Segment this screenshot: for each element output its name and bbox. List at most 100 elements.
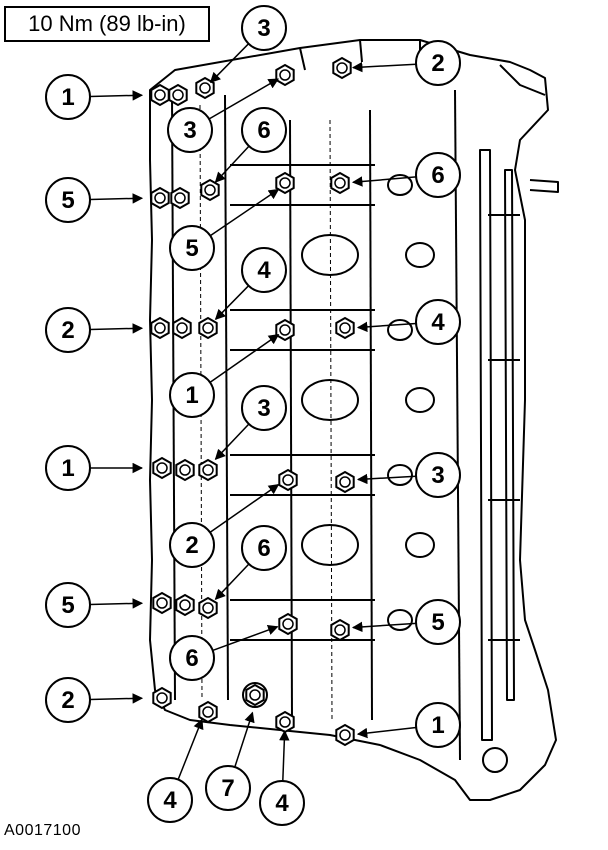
- bolt-head-17: [175, 458, 195, 482]
- callout-number: 4: [163, 787, 177, 814]
- figure-id-label: A0017100: [4, 822, 81, 839]
- callout-number: 3: [431, 462, 444, 489]
- callout-circle: [45, 74, 91, 120]
- callout-circle: [415, 599, 461, 645]
- bolt-head-9: [275, 171, 295, 195]
- leader-arrow-c-r-5b: [351, 621, 417, 633]
- bolt-head-28: [275, 710, 295, 734]
- callout-c-r-1b: 1: [415, 702, 461, 748]
- bolt-head-29: [335, 723, 355, 747]
- callout-c-l-2b: 2: [45, 677, 91, 723]
- leader-arrow-c-m-5a: [209, 188, 280, 237]
- callout-circle: [241, 5, 287, 51]
- callout-number: 3: [183, 117, 196, 144]
- callout-number: 5: [61, 187, 74, 214]
- bolt-head-8: [200, 178, 220, 202]
- callout-c-r-4a: 4: [415, 299, 461, 345]
- callout-number: 6: [185, 645, 198, 672]
- bolt-head-24: [278, 612, 298, 636]
- callout-c-r-5b: 5: [415, 599, 461, 645]
- callout-number: 2: [431, 50, 444, 77]
- bolt-head-1: [150, 83, 170, 107]
- leader-arrow-c-m-2b: [209, 483, 280, 534]
- bolt-head-25: [330, 618, 350, 642]
- callout-number: 4: [275, 790, 289, 817]
- bolt-head-12: [172, 316, 192, 340]
- callout-c-l-5a: 5: [45, 177, 91, 223]
- leader-arrow-c-m-6c: [212, 625, 279, 652]
- callout-circle: [169, 635, 215, 681]
- callout-circle: [415, 452, 461, 498]
- bolt-heads: [150, 56, 355, 747]
- leader-arrow-c-b-7: [234, 711, 255, 768]
- callout-number: 3: [257, 15, 270, 42]
- callout-circle: [205, 765, 251, 811]
- callout-number: 5: [431, 609, 444, 636]
- callout-number: 6: [431, 162, 444, 189]
- leader-arrow-c-l-5a: [89, 193, 144, 204]
- leader-arrow-c-r-2a: [351, 61, 417, 73]
- bolt-head-5: [332, 56, 352, 80]
- callout-circle: [415, 299, 461, 345]
- callout-circle: [415, 152, 461, 198]
- bolt-head-26: [152, 686, 172, 710]
- callout-c-l-2a: 2: [45, 307, 91, 353]
- callout-c-r-3b: 3: [415, 452, 461, 498]
- callout-c-m-3b: 3: [241, 385, 287, 431]
- callout-c-m-6a: 6: [241, 107, 287, 153]
- callout-circle: [241, 385, 287, 431]
- callout-c-t-3a: 3: [241, 5, 287, 51]
- bolt-head-23: [198, 596, 218, 620]
- callout-circle: [167, 107, 213, 153]
- leader-arrow-c-r-6a: [351, 176, 417, 187]
- callout-c-m-4a: 4: [241, 247, 287, 293]
- callout-circle: [45, 445, 91, 491]
- bolt-head-7: [170, 186, 190, 210]
- callout-number: 3: [257, 395, 270, 422]
- callout-circle: [45, 677, 91, 723]
- leader-arrow-c-m-4a: [214, 285, 250, 321]
- bolt-head-18: [198, 458, 218, 482]
- callout-c-m-3a: 3: [167, 107, 213, 153]
- callout-c-r-6a: 6: [415, 152, 461, 198]
- callout-circle: [169, 522, 215, 568]
- leader-arrow-c-r-4a: [356, 321, 417, 333]
- leader-arrow-c-l-1a: [89, 90, 144, 101]
- leader-arrow-c-m-1a: [209, 333, 280, 384]
- bolt-head-6: [150, 186, 170, 210]
- leader-arrow-c-b-4a: [177, 718, 204, 780]
- leader-arrow-c-m-6b: [214, 563, 250, 600]
- leader-arrow-c-l-2b: [89, 693, 144, 704]
- bolt-head-16: [152, 456, 172, 480]
- callout-number: 1: [61, 455, 74, 482]
- torque-spec-label: 10 Nm (89 lb-in): [4, 6, 210, 42]
- bolt-head-20: [335, 470, 355, 494]
- bolt-head-19: [278, 468, 298, 492]
- callout-circle: [169, 372, 215, 418]
- callout-circle: [241, 107, 287, 153]
- callout-circle: [45, 177, 91, 223]
- callout-c-l-5b: 5: [45, 582, 91, 628]
- bolt-head-11: [150, 316, 170, 340]
- bolt-head-10: [330, 171, 350, 195]
- callout-circle: [259, 780, 305, 826]
- bolt-head-13: [198, 316, 218, 340]
- leader-arrow-c-t-3a: [209, 43, 250, 84]
- callout-c-m-6c: 6: [169, 635, 215, 681]
- bolt-head-14: [275, 318, 295, 342]
- bolt-head-22: [175, 593, 195, 617]
- leader-arrow-c-l-2a: [89, 323, 144, 334]
- callout-circle: [147, 777, 193, 823]
- cylinder-head-outline: [149, 39, 559, 801]
- callout-number: 5: [185, 235, 198, 262]
- callout-number: 6: [257, 535, 270, 562]
- bolt-head-15: [335, 316, 355, 340]
- callout-c-l-1b: 1: [45, 445, 91, 491]
- leader-arrow-c-r-1b: [356, 726, 417, 739]
- callout-circle: [169, 225, 215, 271]
- callout-number: 2: [185, 532, 198, 559]
- callout-circle: [45, 307, 91, 353]
- callout-number: 2: [61, 687, 74, 714]
